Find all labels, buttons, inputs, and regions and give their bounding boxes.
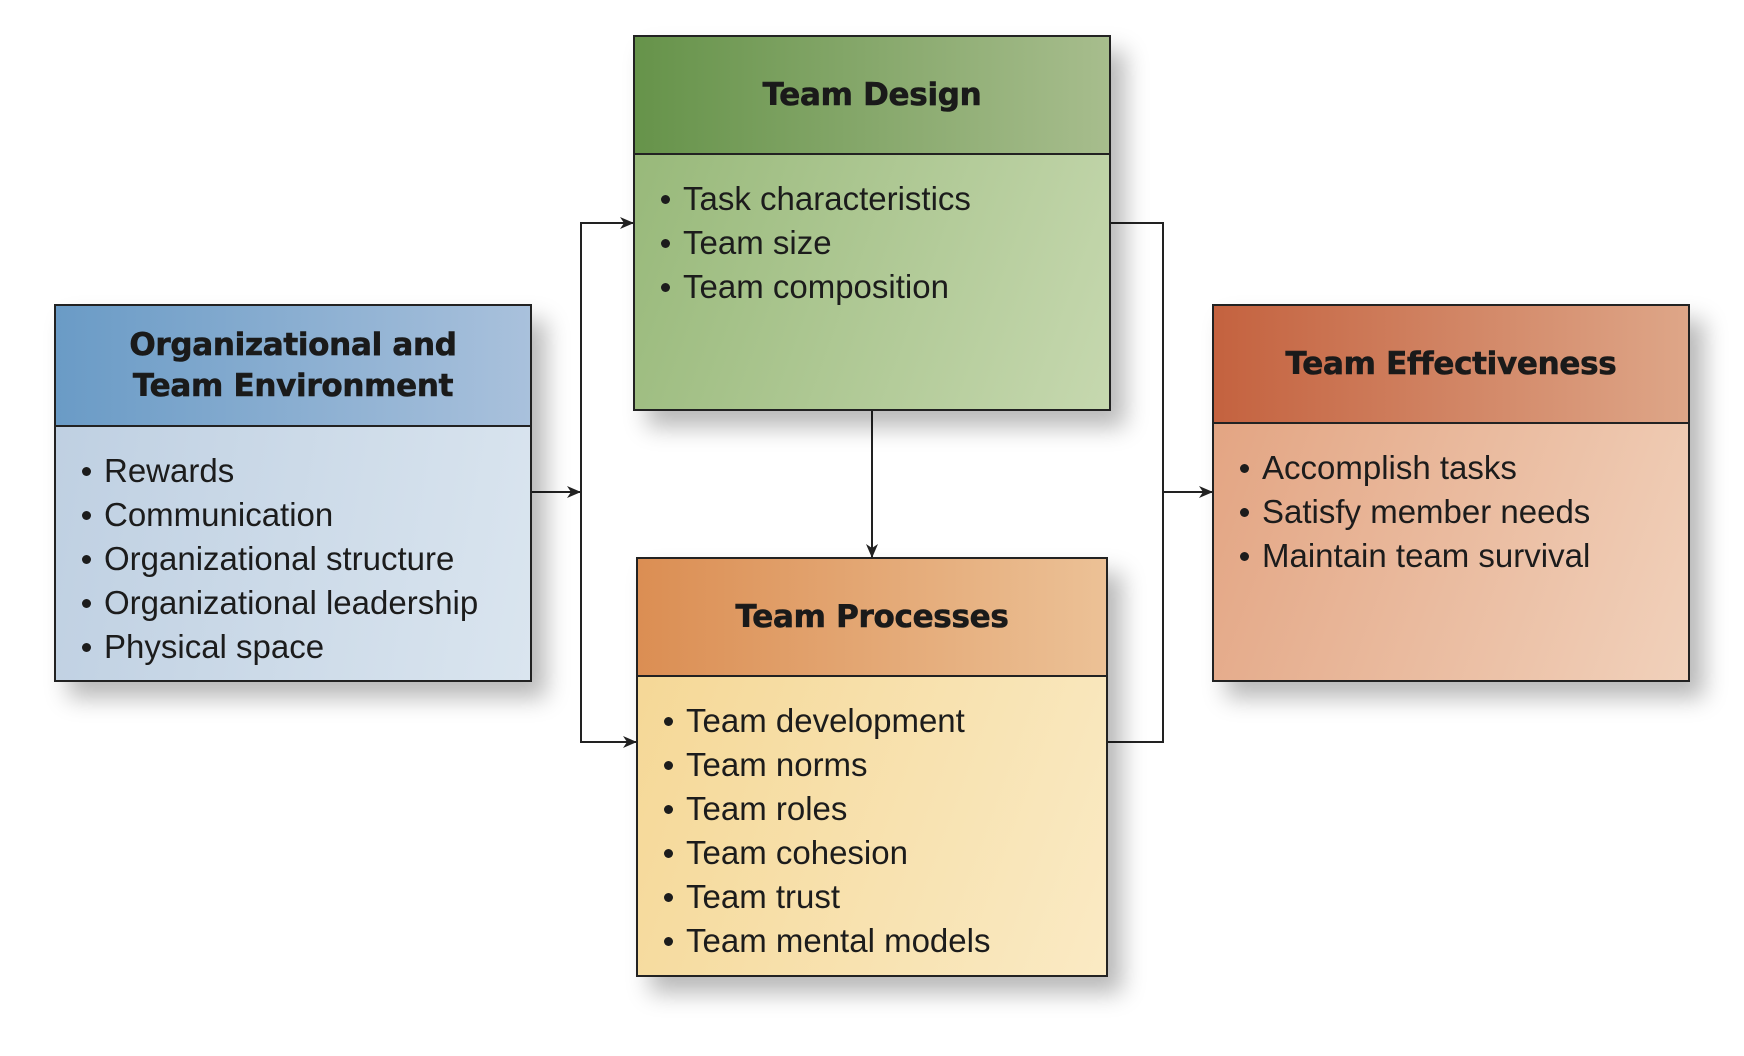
effectiveness-outcome-list: Accomplish tasks Satisfy member needs Ma… [1240,446,1668,578]
list-item-text: Team mental models [686,922,991,959]
list-item-text: Accomplish tasks [1262,449,1517,486]
list-item-text: Team roles [686,790,848,827]
list-item: Team development [664,699,1086,743]
box-header-processes: Team Processes [638,559,1106,677]
list-item: Team roles [664,787,1086,831]
box-title-line2: Team Environment [132,367,454,404]
box-body-design: Task characteristics Team size Team comp… [635,155,1109,409]
box-title: Team Design [762,76,982,114]
box-team-effectiveness: Team Effectiveness Accomplish tasks Sati… [1212,304,1690,682]
bullet-icon [1240,551,1249,561]
bullet-icon [664,848,673,858]
bullet-icon [664,892,673,902]
list-item: Accomplish tasks [1240,446,1668,490]
bullet-icon [664,716,673,726]
box-organizational-team-environment: Organizational and Team Environment Rewa… [54,304,532,682]
box-team-design: Team Design Task characteristics Team si… [633,35,1111,411]
list-item: Team size [661,221,1089,265]
list-item-text: Physical space [104,628,325,665]
list-item: Satisfy member needs [1240,490,1668,534]
list-item: Organizational leadership [82,581,510,625]
list-item-text: Task characteristics [683,180,971,217]
processes-factor-list: Team development Team norms Team roles T… [664,699,1086,963]
bullet-icon [82,598,91,608]
bullet-icon [664,936,673,946]
environment-factor-list: Rewards Communication Organizational str… [82,449,510,669]
list-item-text: Satisfy member needs [1262,493,1591,530]
box-header-environment: Organizational and Team Environment [56,306,530,427]
list-item-text: Rewards [104,452,235,489]
list-item: Team mental models [664,919,1086,963]
list-item-text: Team norms [686,746,868,783]
list-item: Rewards [82,449,510,493]
bullet-icon [82,554,91,564]
box-body-environment: Rewards Communication Organizational str… [56,427,530,680]
list-item: Physical space [82,625,510,669]
bullet-icon [82,510,91,520]
bullet-icon [661,238,670,248]
list-item: Team trust [664,875,1086,919]
box-body-effectiveness: Accomplish tasks Satisfy member needs Ma… [1214,424,1688,680]
list-item: Team composition [661,265,1089,309]
list-item-text: Team trust [686,878,841,915]
box-team-processes: Team Processes Team development Team nor… [636,557,1108,977]
box-header-design: Team Design [635,37,1109,155]
box-body-processes: Team development Team norms Team roles T… [638,677,1106,975]
list-item: Task characteristics [661,177,1089,221]
box-header-effectiveness: Team Effectiveness [1214,306,1688,424]
list-item: Organizational structure [82,537,510,581]
list-item: Communication [82,493,510,537]
bullet-icon [664,760,673,770]
list-item: Team norms [664,743,1086,787]
bullet-icon [661,282,670,292]
box-title: Team Effectiveness [1285,345,1617,383]
list-item-text: Team development [686,702,965,739]
list-item: Maintain team survival [1240,534,1668,578]
bullet-icon [1240,507,1249,517]
list-item-text: Maintain team survival [1262,537,1591,574]
list-item-text: Organizational structure [104,540,455,577]
list-item-text: Communication [104,496,334,533]
bullet-icon [661,194,670,204]
design-factor-list: Task characteristics Team size Team comp… [661,177,1089,309]
list-item-text: Team composition [683,268,949,305]
box-title: Team Processes [735,598,1009,636]
list-item-text: Team size [683,224,832,261]
bullet-icon [1240,463,1249,473]
box-title-line1: Organizational and [129,327,457,364]
list-item-text: Organizational leadership [104,584,479,621]
list-item-text: Team cohesion [686,834,908,871]
bullet-icon [664,804,673,814]
list-item: Team cohesion [664,831,1086,875]
bullet-icon [82,642,91,652]
bullet-icon [82,466,91,476]
